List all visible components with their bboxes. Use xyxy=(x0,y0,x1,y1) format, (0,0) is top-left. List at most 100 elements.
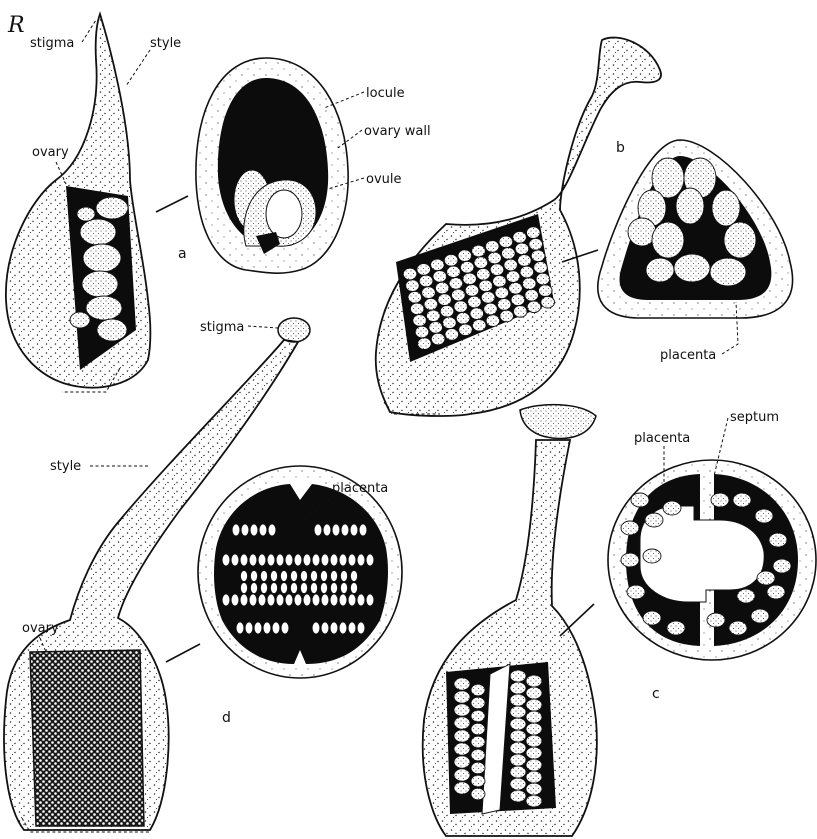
ovule xyxy=(330,554,338,566)
ovule xyxy=(477,268,491,280)
ovule xyxy=(509,282,523,294)
label-d-placenta: placenta xyxy=(332,481,388,496)
ovule xyxy=(254,622,262,634)
ovule xyxy=(510,718,526,730)
ovule xyxy=(454,743,470,755)
ovule xyxy=(526,711,542,723)
corner-mark: R xyxy=(7,13,25,38)
ovule xyxy=(250,524,258,536)
ovule xyxy=(621,521,639,535)
ovule xyxy=(757,571,775,585)
ovule xyxy=(514,306,528,318)
ovule xyxy=(241,571,248,582)
ovule xyxy=(526,699,542,711)
label-c-letter: c xyxy=(652,686,660,702)
ovule xyxy=(536,273,550,285)
label-d-style: style xyxy=(50,459,81,474)
ovule xyxy=(510,682,526,694)
ovule xyxy=(479,280,493,292)
ovule xyxy=(471,788,485,800)
ovule xyxy=(408,291,422,303)
ovule xyxy=(312,554,320,566)
ovule xyxy=(422,287,436,299)
ovule xyxy=(431,333,445,345)
ovule xyxy=(471,749,485,761)
ovule xyxy=(472,319,486,331)
label-a-ovary-wall: ovary wall xyxy=(364,124,431,139)
ovule xyxy=(737,589,755,603)
ovule xyxy=(406,280,420,292)
ovule xyxy=(285,594,293,606)
ovule xyxy=(667,621,685,635)
ovule xyxy=(311,571,318,582)
ovule xyxy=(534,262,548,274)
ovule xyxy=(497,299,511,311)
ovule xyxy=(240,554,248,566)
ovule xyxy=(454,756,470,768)
label-a-style: style xyxy=(150,36,181,51)
ovule xyxy=(357,554,365,566)
ovule xyxy=(258,554,266,566)
ovule xyxy=(251,583,258,594)
ovule xyxy=(541,296,555,308)
ovule xyxy=(443,317,457,329)
ovule xyxy=(348,594,356,606)
ovule xyxy=(526,759,542,771)
ovule xyxy=(339,554,347,566)
ovule xyxy=(481,292,495,304)
ovule xyxy=(458,250,472,262)
ovule xyxy=(438,294,452,306)
ovule xyxy=(520,266,534,278)
ovule xyxy=(511,294,525,306)
ovule xyxy=(631,493,649,507)
ovule xyxy=(339,622,347,634)
ovule xyxy=(440,305,454,317)
ovule xyxy=(303,594,311,606)
ovule xyxy=(359,524,367,536)
ovule xyxy=(251,571,258,582)
ovule xyxy=(454,704,470,716)
label-a-letter: a xyxy=(178,246,187,262)
ovule xyxy=(510,730,526,742)
ovule xyxy=(330,622,338,634)
ovule xyxy=(348,622,356,634)
ovule xyxy=(510,754,526,766)
ovule xyxy=(460,261,474,273)
ovule xyxy=(471,762,485,774)
ovule xyxy=(341,583,348,594)
ovule xyxy=(471,775,485,787)
ovule xyxy=(470,308,484,320)
ovule xyxy=(433,271,447,283)
ovule xyxy=(403,268,417,280)
ovule xyxy=(276,594,284,606)
ovule xyxy=(518,255,532,267)
ovule xyxy=(240,594,248,606)
label-b-letter: b xyxy=(616,140,625,156)
ovule xyxy=(291,583,298,594)
ovule xyxy=(222,594,230,606)
ovule xyxy=(627,585,645,599)
ovule xyxy=(261,583,268,594)
ovule xyxy=(435,282,449,294)
ovule xyxy=(510,670,526,682)
ovule xyxy=(471,710,485,722)
ovule xyxy=(755,509,773,523)
ovule xyxy=(454,301,468,313)
ovule xyxy=(449,278,463,290)
ovule xyxy=(510,706,526,718)
ovule xyxy=(429,322,443,334)
label-a-stigma: stigma xyxy=(30,36,74,51)
label-b-placenta: placenta xyxy=(660,348,716,363)
ovule xyxy=(526,735,542,747)
ovule xyxy=(769,533,787,547)
ovule xyxy=(459,324,473,336)
ovule xyxy=(272,622,280,634)
ovule xyxy=(301,571,308,582)
ovule xyxy=(471,723,485,735)
ovule xyxy=(454,782,470,794)
ovule xyxy=(281,583,288,594)
ovule xyxy=(493,275,507,287)
ovule xyxy=(427,310,441,322)
ovule xyxy=(515,243,529,255)
ovule xyxy=(350,524,358,536)
